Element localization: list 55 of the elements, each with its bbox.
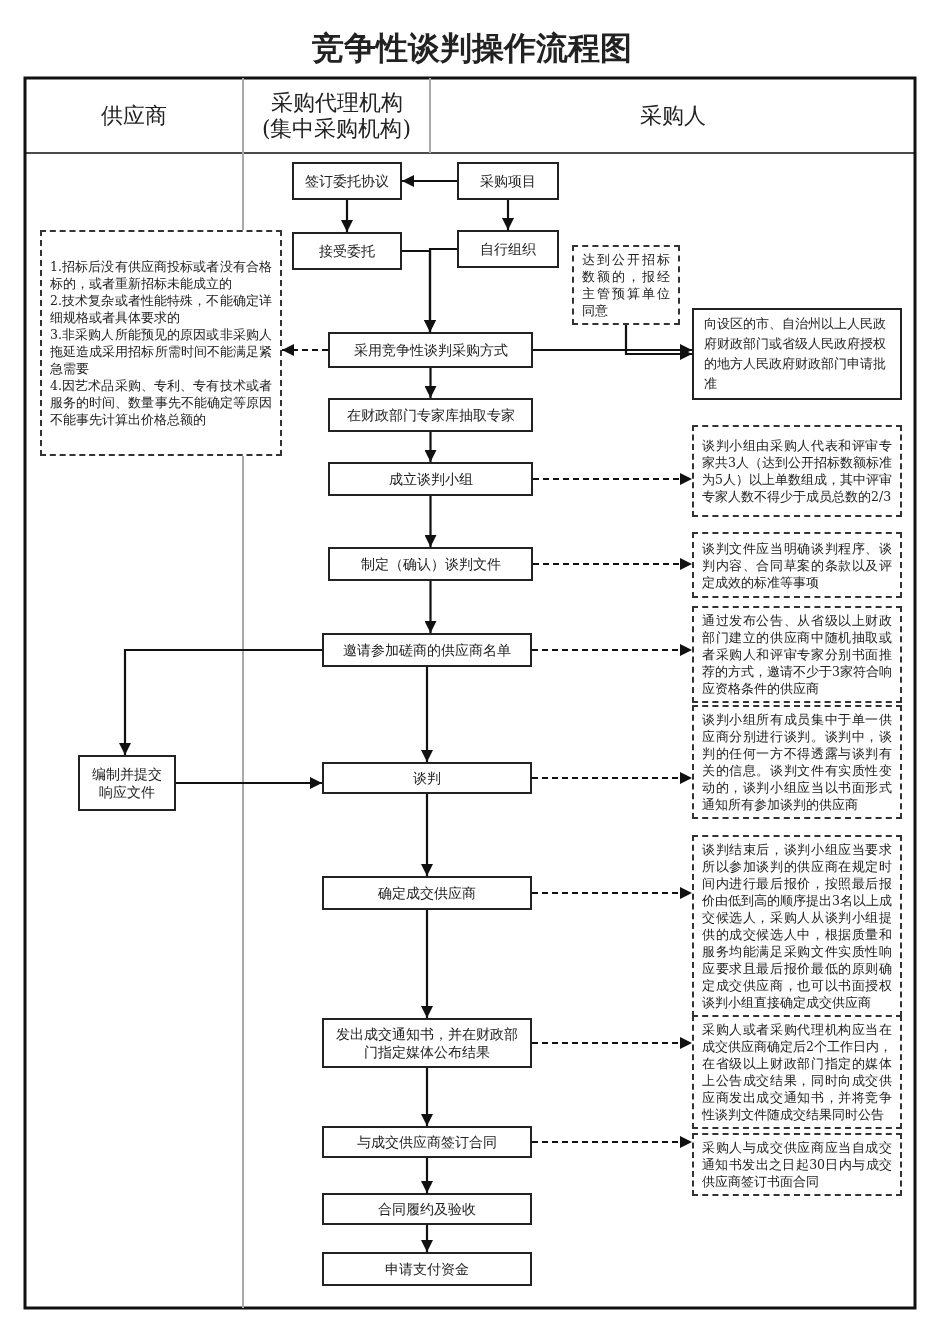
arrow	[424, 496, 437, 547]
note-box: 采购人或者采购代理机构应当在成交供应商确定后2个工作日内，在省级以上财政部门指定的媒体上公告成交结果，同时向成交供应商发出成交通知书，并将竞争性谈判文件随成交结果同时公告	[692, 1015, 902, 1129]
arrow	[421, 667, 433, 762]
note-box: 谈判结束后，谈判小组应当要求所以参加谈判的供应商在规定时间内进行最后报价，按照最后报价由低到高的顺序提出3名以上成交候选人，采购人从谈判小组提供的成交候选人中，根据质量和服务均能满足采购文件实质性响应要求且最后报价最低的原则确定成交供应商，也可以书面授权谈判小组直接确定成交供应商	[692, 835, 902, 1017]
note-box: 谈判文件应当明确谈判程序、谈判内容、合同草案的条款以及评定成效的标准等事项	[692, 532, 902, 598]
process-box: 合同履约及验收	[322, 1193, 532, 1225]
arrow	[532, 887, 692, 899]
arrow	[176, 777, 322, 789]
note-box: 谈判小组由采购人代表和评审专家共3人（达到公开招标数额标准为5人）以上单数组成，其中评审专家人数不得少于成员总数的2/3	[692, 425, 902, 517]
arrow	[421, 910, 433, 1018]
note-box: 达到公开招标数额的，报经主管预算单位同意	[572, 245, 680, 325]
process-box: 自行组织	[457, 230, 559, 268]
arrow	[402, 175, 457, 187]
process-box: 签订委托协议	[292, 162, 402, 200]
process-box: 制定（确认）谈判文件	[328, 547, 533, 581]
arrow	[341, 200, 353, 232]
arrow	[532, 772, 692, 784]
arrow	[421, 794, 433, 876]
column-header: 采购人	[638, 102, 707, 130]
column-header: 供应商	[100, 102, 168, 130]
note-box: 采购人与成交供应商应当自成交通知书发出之日起30日内与成交供应商签订书面合同	[692, 1133, 902, 1196]
arrow	[421, 1225, 433, 1252]
arrow	[424, 368, 437, 398]
arrow	[424, 247, 457, 332]
process-box: 邀请参加磋商的供应商名单	[322, 633, 532, 667]
process-box: 采购项目	[457, 162, 559, 200]
arrow	[421, 1068, 433, 1126]
arrow	[502, 200, 514, 230]
arrow	[424, 432, 437, 462]
process-box: 成立谈判小组	[328, 462, 533, 496]
diagram-title: 竞争性谈判操作流程图	[311, 28, 633, 68]
arrow	[533, 558, 692, 570]
note-box: 通过发布公告、从省级以上财政部门建立的供应商中随机抽取或者采购人和评审专家分别书面推荐的方式，邀请不少于3家符合响应资格条件的供应商	[692, 606, 902, 703]
note-box: 1.招标后没有供应商投标或者没有合格标的，或者重新招标未能成立的 2.技术复杂或者性能特殊，不能确定详细规格或者具体要求的 3.非采购人所能预见的原因或非采购人拖延造成采用招标所需时间不能满足紧急需要 4.因艺术品采购、专利、专有技术或者服务的时间、数量事先不能确定等原因不能事先计算出价格总额的	[40, 230, 282, 456]
process-box: 谈判	[322, 762, 532, 794]
process-box: 确定成交供应商	[322, 876, 532, 910]
process-box: 编制并提交响应文件	[78, 755, 176, 811]
note-box: 向设区的市、自治州以上人民政府财政部门或省级人民政府授权的地方人民政府财政部门申请批准	[692, 308, 902, 400]
arrow	[532, 644, 692, 656]
column-header: 采购代理机构(集中采购机构)	[260, 89, 413, 143]
arrow	[533, 473, 692, 485]
process-box: 接受委托	[292, 232, 402, 270]
arrow	[421, 1158, 433, 1193]
arrow	[532, 1037, 692, 1049]
arrow	[282, 344, 328, 356]
process-box: 采用竞争性谈判采购方式	[328, 332, 533, 368]
process-box: 申请支付资金	[322, 1252, 532, 1286]
process-box: 发出成交通知书，并在财政部门指定媒体公布结果	[322, 1018, 532, 1068]
arrow	[624, 325, 692, 360]
process-box: 在财政部门专家库抽取专家	[328, 398, 533, 432]
arrow	[424, 581, 437, 633]
arrow	[119, 648, 322, 755]
process-box: 与成交供应商签订合同	[322, 1126, 532, 1158]
arrow	[532, 1136, 692, 1148]
note-box: 谈判小组所有成员集中于单一供应商分别进行谈判。谈判中，谈判的任何一方不得透露与谈判有关的信息。谈判文件有实质性变动的，谈判小组应当以书面形式通知所有参加谈判的供应商	[692, 705, 902, 819]
